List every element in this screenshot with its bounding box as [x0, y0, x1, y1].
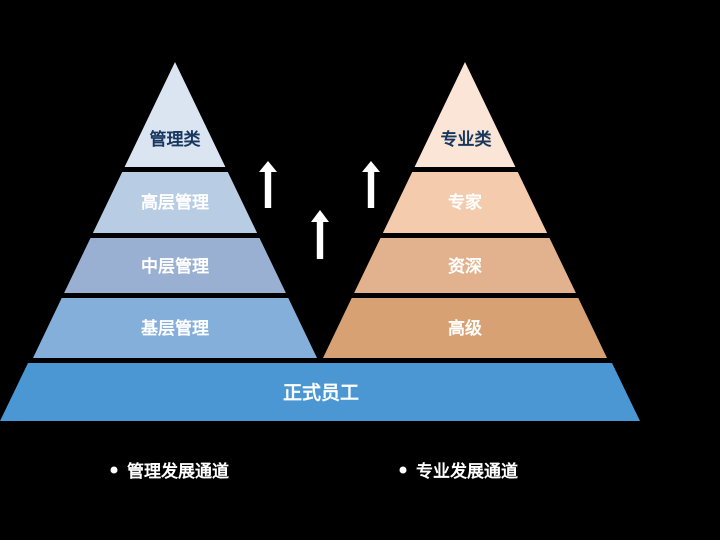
management-base-segment — [33, 298, 317, 358]
legend-item-professional-track: 专业发展通道 — [416, 461, 518, 481]
management-top-segment — [124, 62, 226, 167]
management-base-label: 基层管理 — [140, 318, 209, 338]
management-senior-segment — [92, 172, 258, 233]
professional-veteran-label: 资深 — [448, 256, 482, 276]
management-middle-label: 中层管理 — [141, 256, 209, 276]
bullet-dot-icon — [110, 466, 118, 474]
legend-item-management-track: 管理发展通道 — [127, 461, 229, 481]
formal-employee-label: 正式员工 — [283, 381, 359, 404]
professional-advanced-label: 高级 — [448, 318, 482, 338]
professional-expert-label: 专家 — [448, 192, 482, 212]
legend: 管理发展通道 专业发展通道 — [110, 461, 518, 481]
management-pyramid: 管理类 高层管理 中层管理 基层管理 — [33, 62, 317, 358]
management-middle-segment — [64, 238, 286, 293]
professional-pyramid: 专业类 专家 资深 高级 — [323, 62, 607, 358]
professional-advanced-segment — [323, 298, 607, 358]
up-arrow-icon — [259, 161, 277, 208]
up-arrow-icon — [362, 161, 380, 208]
bullet-dot-icon — [399, 466, 407, 474]
shared-base-band: 正式员工 — [0, 363, 640, 421]
professional-top-segment — [414, 62, 516, 167]
up-arrow-icon — [311, 210, 329, 259]
professional-expert-segment — [382, 172, 548, 233]
promotion-arrows — [259, 161, 380, 259]
professional-pyramid-title: 专业类 — [441, 129, 493, 149]
formal-employee-segment — [0, 363, 640, 421]
professional-veteran-segment — [354, 238, 576, 293]
management-senior-label: 高层管理 — [141, 192, 209, 212]
management-pyramid-title: 管理类 — [150, 129, 202, 149]
